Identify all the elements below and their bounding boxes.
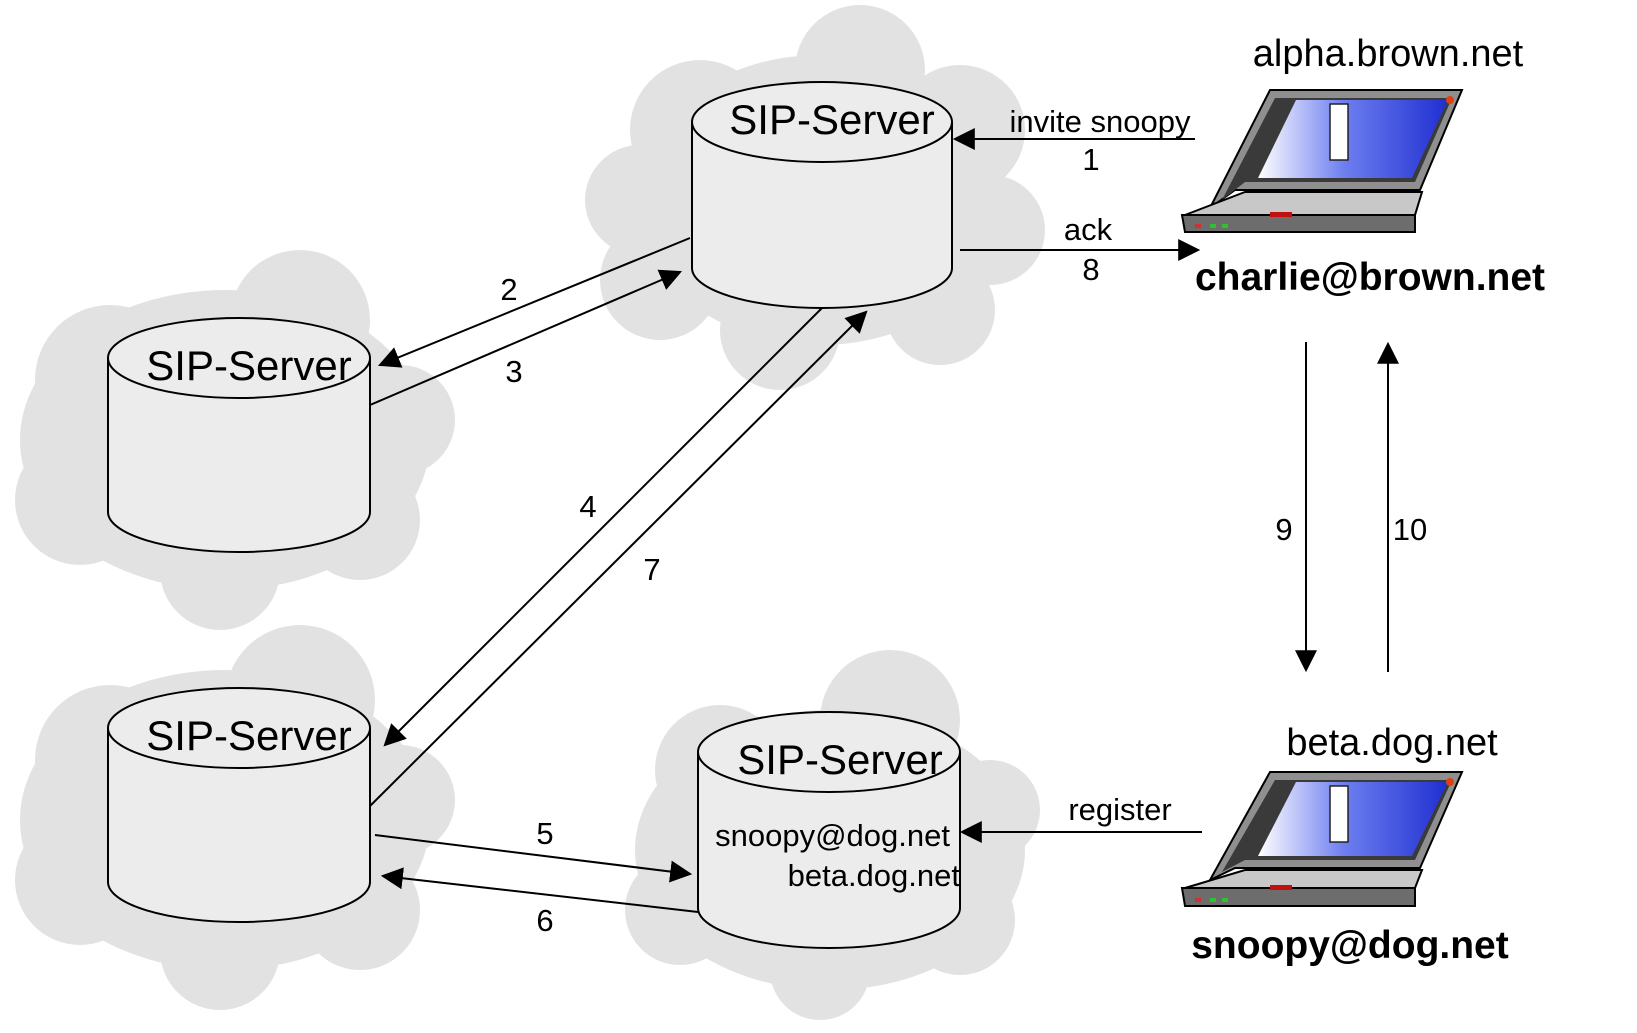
- sip-server-bottom-right-label: SIP-Server: [737, 736, 942, 783]
- ack-label: ack: [1064, 212, 1113, 247]
- callee-uri: snoopy@dog.net: [1191, 924, 1509, 967]
- sip-server-left: SIP-Server: [107, 317, 371, 553]
- callee-hostname: beta.dog.net: [1286, 722, 1498, 764]
- arrow-2: [377, 237, 691, 368]
- sip-server-top-label: SIP-Server: [729, 96, 934, 143]
- caller-uri: charlie@brown.net: [1195, 256, 1545, 299]
- step-1: 1: [1082, 142, 1099, 177]
- arrow-4: [383, 307, 823, 747]
- message-arrows: [369, 128, 1399, 913]
- step-5: 5: [536, 816, 553, 851]
- step-4: 4: [579, 489, 596, 524]
- arrow-5: [374, 834, 693, 883]
- arrow-3: [369, 269, 683, 406]
- step-6: 6: [536, 903, 553, 938]
- sip-server-bottom-right: SIP-Server snoopy@dog.net beta.dog.net: [697, 711, 961, 949]
- sip-server-left-label: SIP-Server: [146, 342, 351, 389]
- sip-server-bottom-left-label: SIP-Server: [146, 712, 351, 759]
- register-label: register: [1068, 792, 1171, 827]
- step-7: 7: [643, 552, 660, 587]
- step-2: 2: [500, 272, 517, 307]
- arrow-6: [380, 867, 699, 913]
- laptop-bottom-icon: [1180, 771, 1464, 907]
- step-8: 8: [1082, 252, 1099, 287]
- step-10: 10: [1393, 512, 1427, 547]
- caller-hostname: alpha.brown.net: [1253, 33, 1524, 75]
- sip-server-bottom-left: SIP-Server: [107, 687, 371, 923]
- step-9: 9: [1275, 512, 1292, 547]
- invite-label: invite snoopy: [1010, 104, 1191, 139]
- registered-host-text: beta.dog.net: [788, 858, 961, 893]
- registered-user-text: snoopy@dog.net: [715, 818, 950, 853]
- laptop-top-icon: [1180, 89, 1464, 233]
- arrow-7: [369, 310, 868, 807]
- sip-server-top: SIP-Server: [691, 81, 953, 309]
- step-3: 3: [505, 354, 522, 389]
